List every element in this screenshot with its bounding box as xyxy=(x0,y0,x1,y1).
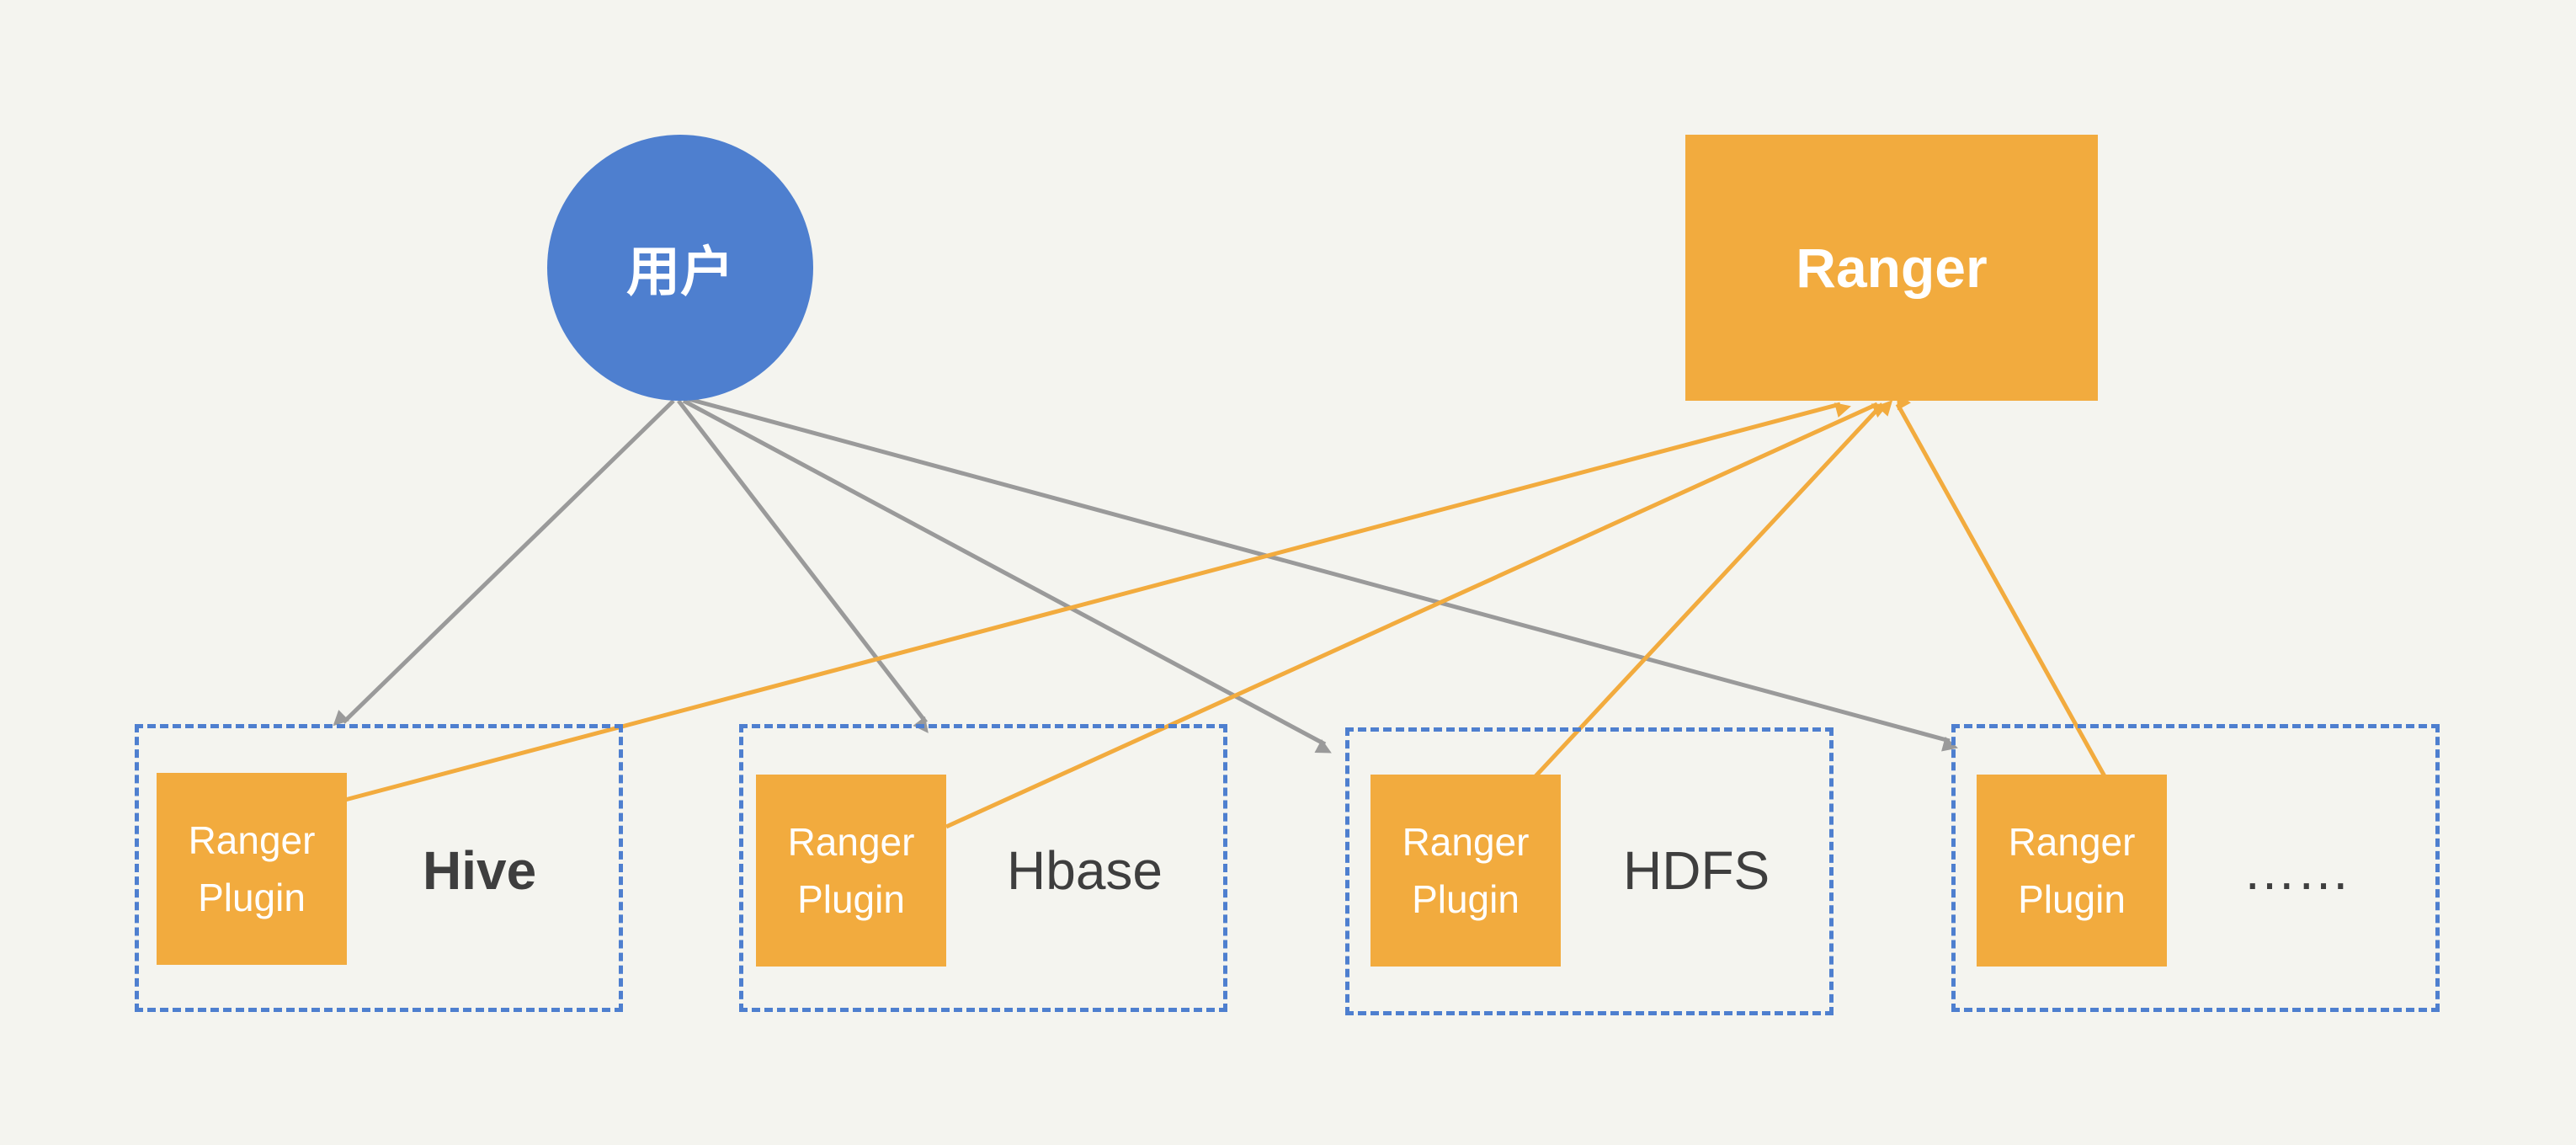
plugin-label-line2: Plugin xyxy=(2018,877,2126,921)
ranger-plugin-hdfs: Ranger Plugin xyxy=(1370,775,1561,967)
service-name-more: …… xyxy=(2243,840,2350,901)
service-name-hdfs: HDFS xyxy=(1623,840,1770,901)
plugin-label-line1: Ranger xyxy=(2008,820,2136,864)
request-arrow-hive xyxy=(333,399,675,727)
plugin-label-line2: Plugin xyxy=(198,876,306,919)
service-name-hbase: Hbase xyxy=(1007,840,1163,901)
ranger-plugin-hive: Ranger Plugin xyxy=(157,773,347,965)
user-label: 用户 xyxy=(626,242,734,304)
service-group-hdfs xyxy=(1345,727,1834,1015)
request-arrow-hdfs xyxy=(682,398,1332,754)
user-node: 用户 xyxy=(547,135,813,401)
service-group-hive xyxy=(135,724,623,1012)
ranger-label: Ranger xyxy=(1796,237,1988,299)
ranger-plugin-more: Ranger Plugin xyxy=(1977,775,2167,967)
request-arrow-hbase xyxy=(677,399,929,733)
plugin-label-line1: Ranger xyxy=(787,820,915,864)
plugin-arrow-hdfs xyxy=(1534,400,1893,778)
plugin-arrow-hive xyxy=(344,402,1851,802)
request-arrow-more xyxy=(688,397,1959,752)
plugin-label-line2: Plugin xyxy=(1412,877,1520,921)
plugin-label-line1: Ranger xyxy=(188,818,316,862)
service-name-hive: Hive xyxy=(423,840,537,901)
ranger-plugin-hbase: Ranger Plugin xyxy=(756,775,946,967)
plugin-label-line2: Plugin xyxy=(797,877,905,921)
service-group-hbase xyxy=(739,724,1227,1012)
plugin-arrow-hbase xyxy=(945,402,1889,829)
ranger-server-node: Ranger xyxy=(1685,135,2098,401)
service-group-more xyxy=(1951,724,2440,1012)
plugin-label-line1: Ranger xyxy=(1402,820,1530,864)
plugin-arrow-more xyxy=(1895,392,2107,778)
